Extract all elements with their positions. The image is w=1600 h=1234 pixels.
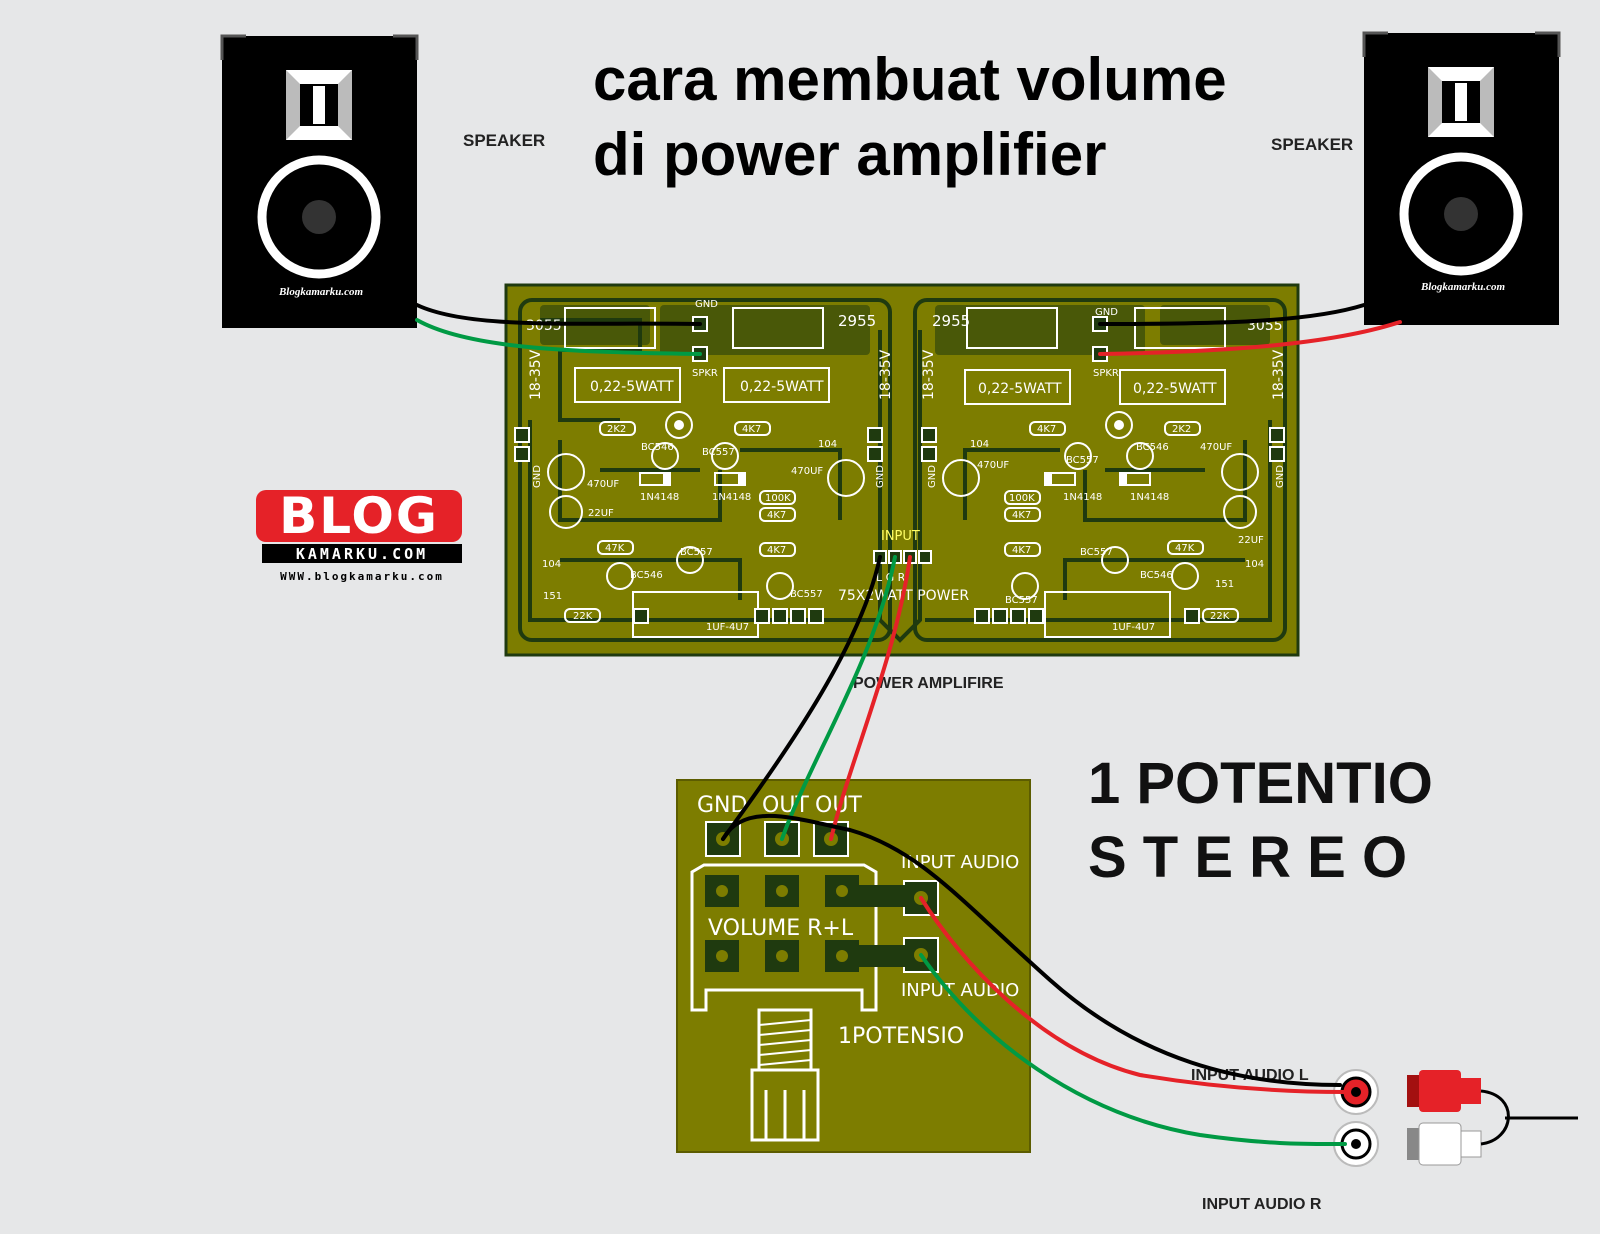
wire-speaker-right-signal xyxy=(1098,320,1402,356)
svg-text:BC546: BC546 xyxy=(641,442,674,453)
svg-text:22K: 22K xyxy=(1210,611,1230,622)
svg-text:1UF-4U7: 1UF-4U7 xyxy=(1112,622,1155,633)
svg-text:104: 104 xyxy=(542,559,561,570)
svg-text:18-35V: 18-35V xyxy=(1271,349,1287,400)
speaker-left-label: SPEAKER xyxy=(463,131,545,150)
rca-right-label: INPUT AUDIO R xyxy=(1202,1196,1322,1213)
wire-input-gnd xyxy=(721,813,1342,1087)
svg-text:4K7: 4K7 xyxy=(767,510,786,521)
svg-text:GND: GND xyxy=(875,465,886,488)
svg-text:BC557: BC557 xyxy=(1005,595,1038,606)
svg-text:47K: 47K xyxy=(605,543,625,554)
amp-caption: POWER AMPLIFIRE xyxy=(853,675,1004,692)
svg-text:GND: GND xyxy=(1275,465,1286,488)
wire-speaker-right-gnd xyxy=(1098,303,1366,326)
svg-text:2K2: 2K2 xyxy=(607,424,626,435)
wire-amp-right xyxy=(829,555,912,841)
svg-text:0,22-5WATT: 0,22-5WATT xyxy=(978,381,1062,397)
svg-text:BC546: BC546 xyxy=(630,570,663,581)
pot-input-bottom-label: INPUT AUDIO xyxy=(901,980,1019,1001)
title-line-1: cara membuat volume xyxy=(593,46,1227,113)
wire-input-right xyxy=(919,953,1347,1147)
svg-text:SPKR: SPKR xyxy=(1093,368,1119,379)
svg-text:BC546: BC546 xyxy=(1136,442,1169,453)
svg-text:0,22-5WATT: 0,22-5WATT xyxy=(590,379,674,395)
svg-text:GND: GND xyxy=(532,465,543,488)
wire-speaker-left-gnd xyxy=(415,303,702,326)
wire-input-left xyxy=(919,896,1347,1094)
svg-text:1N4148: 1N4148 xyxy=(1130,492,1169,503)
svg-text:BC557: BC557 xyxy=(1080,547,1113,558)
svg-text:4K7: 4K7 xyxy=(1012,545,1031,556)
svg-text:470UF: 470UF xyxy=(587,479,619,490)
svg-text:2955: 2955 xyxy=(932,312,970,330)
svg-text:104: 104 xyxy=(970,439,989,450)
speaker-right-label: SPEAKER xyxy=(1271,135,1353,154)
svg-text:104: 104 xyxy=(1245,559,1264,570)
svg-text:1N4148: 1N4148 xyxy=(640,492,679,503)
svg-text:104: 104 xyxy=(818,439,837,450)
wire-amp-gnd xyxy=(721,555,882,841)
amp-input-label: INPUT xyxy=(881,529,920,544)
amplifier-board: GND SPKR GND SPKR 3055 2955 2955 3055 0,… xyxy=(504,283,1300,657)
svg-text:BC557: BC557 xyxy=(702,447,735,458)
rca-cable-icon xyxy=(1333,1069,1578,1167)
svg-text:100K: 100K xyxy=(1009,493,1035,504)
pot-potensio-label: 1POTENSIO xyxy=(838,1024,964,1049)
svg-text:4K7: 4K7 xyxy=(742,424,761,435)
wires xyxy=(415,303,1402,1147)
svg-text:4K7: 4K7 xyxy=(1012,510,1031,521)
svg-text:SPKR: SPKR xyxy=(692,368,718,379)
svg-text:3055: 3055 xyxy=(526,318,562,334)
svg-text:18-35V: 18-35V xyxy=(921,349,937,400)
svg-text:470UF: 470UF xyxy=(791,466,823,477)
svg-text:BC557: BC557 xyxy=(1066,455,1099,466)
svg-text:0,22-5WATT: 0,22-5WATT xyxy=(740,379,824,395)
svg-text:BC557: BC557 xyxy=(790,589,823,600)
svg-text:GND: GND xyxy=(1095,307,1118,318)
svg-text:2955: 2955 xyxy=(838,312,876,330)
svg-text:4K7: 4K7 xyxy=(1037,424,1056,435)
svg-text:22UF: 22UF xyxy=(588,508,614,519)
svg-text:0,22-5WATT: 0,22-5WATT xyxy=(1133,381,1217,397)
svg-text:2K2: 2K2 xyxy=(1172,424,1191,435)
wire-amp-left xyxy=(780,555,897,841)
svg-text:1N4148: 1N4148 xyxy=(712,492,751,503)
logo-main: BLOG xyxy=(279,487,439,545)
svg-text:18-35V: 18-35V xyxy=(878,349,894,400)
svg-text:GND: GND xyxy=(927,465,938,488)
svg-text:470UF: 470UF xyxy=(1200,442,1232,453)
pot-volume-label: VOLUME R+L xyxy=(708,916,854,941)
heading-right-line-2: S T E R E O xyxy=(1088,825,1407,890)
svg-text:1N4148: 1N4148 xyxy=(1063,492,1102,503)
svg-text:BC546: BC546 xyxy=(1140,570,1173,581)
svg-text:47K: 47K xyxy=(1175,543,1195,554)
potentiometer-board: GND OUT OUT INPUT AUDIO INPUT AUDIO VOLU… xyxy=(676,779,1031,1153)
blog-logo: BLOG KAMARKU.COM WWW.blogkamarku.com xyxy=(256,487,462,583)
speaker-left-icon: Blogkamarku.com xyxy=(220,34,419,328)
svg-text:470UF: 470UF xyxy=(977,460,1009,471)
svg-text:22UF: 22UF xyxy=(1238,535,1264,546)
svg-text:22K: 22K xyxy=(573,611,593,622)
svg-text:151: 151 xyxy=(1215,579,1234,590)
speaker-left-brand: Blogkamarku.com xyxy=(278,286,363,298)
svg-text:GND: GND xyxy=(695,299,718,310)
heading-right-line-1: 1 POTENTIO xyxy=(1088,751,1433,816)
pot-input-top-label: INPUT AUDIO xyxy=(901,852,1019,873)
title-line-2: di power amplifier xyxy=(593,121,1106,188)
speaker-right-brand: Blogkamarku.com xyxy=(1420,281,1505,293)
pot-out1-label: OUT xyxy=(762,793,809,818)
svg-text:BC557: BC557 xyxy=(680,547,713,558)
svg-text:151: 151 xyxy=(543,591,562,602)
wire-speaker-left-signal xyxy=(415,318,702,356)
svg-text:100K: 100K xyxy=(765,493,791,504)
svg-text:4K7: 4K7 xyxy=(767,545,786,556)
speaker-right-icon: Blogkamarku.com xyxy=(1362,31,1561,325)
svg-text:18-35V: 18-35V xyxy=(528,349,544,400)
logo-sub: KAMARKU.COM xyxy=(296,545,428,563)
svg-text:1UF-4U7: 1UF-4U7 xyxy=(706,622,749,633)
logo-url: WWW.blogkamarku.com xyxy=(280,570,444,583)
